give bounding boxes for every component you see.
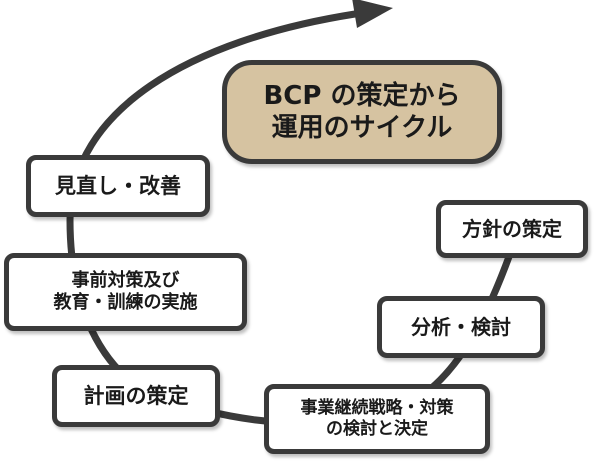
step-review-label: 見直し・改善 [55, 173, 181, 198]
step-plan-label: 計画の策定 [83, 383, 189, 408]
step-prevention-training: 事前対策及び 教育・訓練の実施 [4, 253, 247, 331]
step-strategy-label-1: 事業継続戦略・対策 [300, 397, 454, 418]
step-analysis-label: 分析・検討 [411, 314, 511, 339]
step-review-improvement: 見直し・改善 [26, 155, 210, 217]
title-line-1: BCP の策定から [263, 80, 461, 111]
title-line-2: 運用のサイクル [271, 113, 453, 143]
step-policy-label: 方針の策定 [462, 216, 562, 241]
step-policy-formulation: 方針の策定 [436, 200, 588, 258]
step-strategy-label-2: の検討と決定 [326, 419, 428, 439]
step-strategy-decision: 事業継続戦略・対策 の検討と決定 [264, 384, 490, 454]
cycle-arrowhead [352, 0, 393, 28]
step-plan-formulation: 計画の策定 [52, 365, 220, 427]
step-analysis: 分析・検討 [377, 296, 545, 358]
step-training-label-2: 教育・訓練の実施 [53, 292, 198, 313]
step-training-label-1: 事前対策及び [71, 269, 180, 291]
cycle-title-box: BCP の策定から 運用のサイクル [222, 60, 502, 164]
